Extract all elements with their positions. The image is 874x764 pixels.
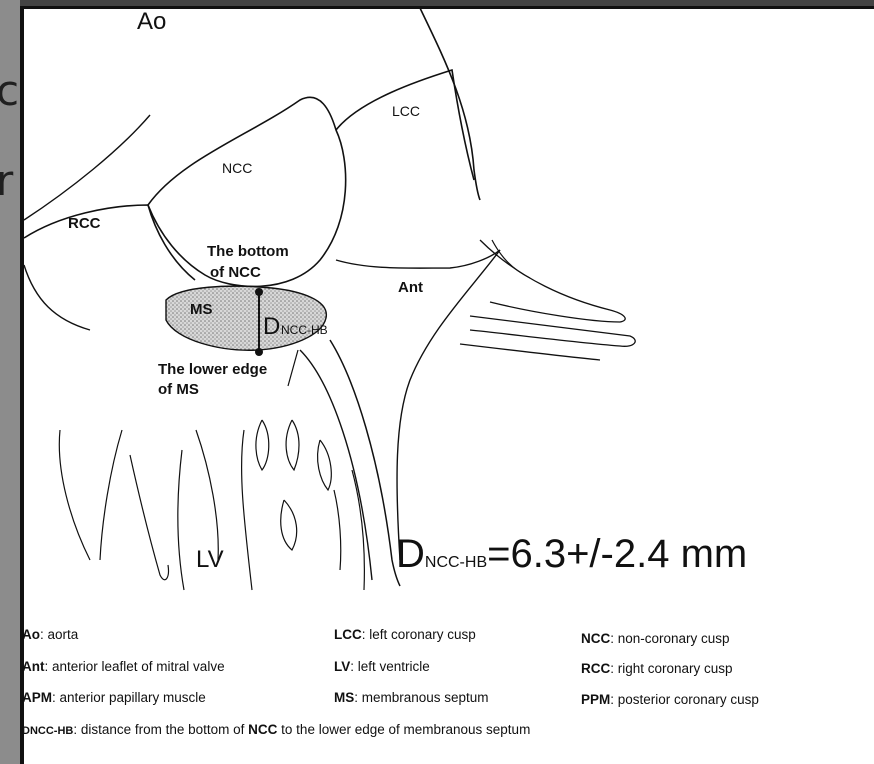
legend-ant: Ant: anterior leaflet of mitral valve (22, 659, 225, 674)
trabecula-4 (196, 430, 218, 560)
legend-ncc: NCC: non-coronary cusp (581, 631, 730, 646)
label-bottom-ncc-line1: The bottom (207, 243, 289, 260)
legend-ao: Ao: aorta (22, 627, 78, 642)
label-lv: LV (196, 546, 224, 573)
papillary-loop-4 (281, 500, 297, 550)
lv-line-right (334, 490, 341, 570)
label-bottom-ncc-line2: of NCC (210, 264, 261, 281)
measurement-result: DNCC-HB=6.3+/-2.4 mm (396, 532, 747, 577)
label-d-sub: NCC-HB (281, 323, 328, 337)
label-ms: MS (190, 301, 213, 318)
septal-inner-line (300, 350, 372, 580)
label-lower-edge-line1: The lower edge (158, 361, 267, 378)
measurement-value: =6.3+/-2.4 mm (487, 532, 747, 576)
measurement-symbol: D (396, 532, 425, 576)
label-ant: Ant (398, 279, 423, 296)
trabecula-3 (178, 450, 184, 590)
papillary-loop-2 (286, 420, 299, 470)
upper-left-wall (24, 115, 150, 220)
posterior-leaflet-1 (480, 240, 625, 322)
label-ao: Ao (137, 8, 166, 35)
trabecula-1 (100, 430, 122, 560)
label-rcc: RCC (68, 215, 101, 232)
lower-edge-leader (288, 350, 298, 386)
d-marker-top-dot (255, 288, 263, 296)
legend-apm: APM: anterior papillary muscle (22, 690, 206, 705)
legend-dncc-hb: DNCC-HB: distance from the bottom of NCC… (22, 722, 530, 737)
posterior-leaflet-4 (492, 240, 530, 278)
posterior-leaflet-3 (460, 344, 600, 360)
label-lcc: LCC (392, 103, 420, 119)
label-lower-edge-line2: of MS (158, 381, 199, 398)
papillary-loop-1 (256, 420, 269, 470)
legend-lcc: LCC: left coronary cusp (334, 627, 476, 642)
papillary-loop-3 (318, 440, 332, 490)
d-marker-bottom-dot (255, 348, 263, 356)
legend-ppm: PPM: posterior coronary cusp (581, 692, 759, 707)
label-ncc: NCC (222, 160, 252, 176)
measurement-subscript: NCC-HB (425, 554, 487, 571)
posterior-wall-curve (397, 250, 500, 560)
legend-rcc: RCC: right coronary cusp (581, 661, 733, 676)
lcc-cusp (336, 70, 474, 180)
legend-lv: LV: left ventricle (334, 659, 430, 674)
label-d: D (263, 313, 280, 340)
ms-shaded-region (166, 286, 326, 350)
posterior-leaflet-2 (470, 316, 635, 346)
trabecula-5 (242, 430, 252, 590)
lv-wall-left (59, 430, 90, 560)
legend-ms: MS: membranous septum (334, 690, 489, 705)
annulus-right (336, 250, 500, 268)
trabecula-2 (130, 455, 168, 580)
rcc-lower-wall (24, 265, 90, 330)
